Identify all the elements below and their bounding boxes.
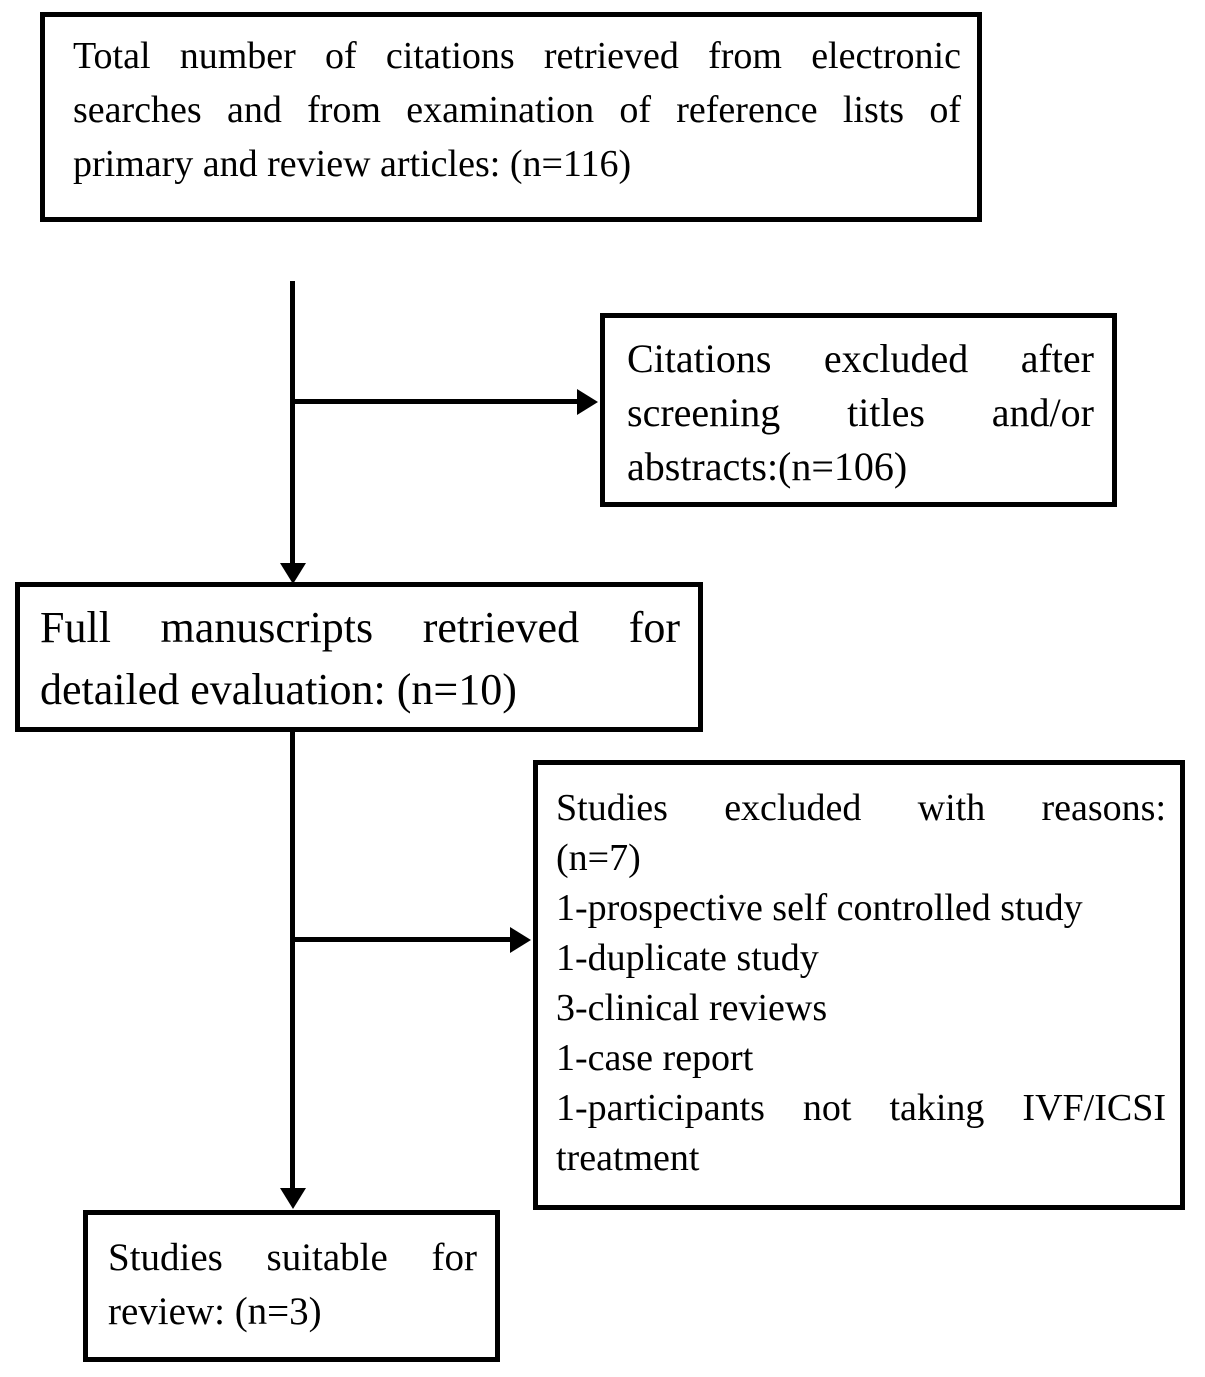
box-studies-excluded-line: 1-prospective self controlled study bbox=[556, 887, 1083, 929]
box-studies-excluded-line: 3-clinical reviews bbox=[556, 987, 828, 1029]
box-citations-excluded-line: screening titles and/or bbox=[627, 390, 1094, 435]
box-studies-excluded-line: 1-participants not taking IVF/ICSI bbox=[556, 1087, 1166, 1129]
arrowhead-down-to-suitable-icon bbox=[280, 1188, 306, 1209]
box-studies-suitable-line: review: (n=3) bbox=[108, 1290, 322, 1333]
box-total-citations: Total number of citations retrieved from… bbox=[40, 12, 982, 222]
arrowhead-right-citations-excluded-icon bbox=[577, 389, 598, 415]
box-total-citations-line: searches and from examination of referen… bbox=[73, 89, 961, 131]
arrowhead-down-to-full-icon bbox=[280, 563, 306, 584]
connector-total-to-full-line bbox=[290, 281, 295, 563]
box-studies-suitable: Studies suitable for review: (n=3) bbox=[83, 1210, 500, 1362]
box-studies-suitable-line: Studies suitable for bbox=[108, 1236, 477, 1279]
box-citations-excluded: Citations excluded after screening title… bbox=[600, 313, 1117, 507]
connector-branch-studies-excluded-line bbox=[290, 937, 510, 942]
box-full-manuscripts-line: detailed evaluation: (n=10) bbox=[40, 665, 517, 714]
box-total-citations-line: primary and review articles: (n=116) bbox=[73, 143, 632, 185]
box-full-manuscripts: Full manuscripts retrieved for detailed … bbox=[15, 582, 703, 732]
box-full-manuscripts-line: Full manuscripts retrieved for bbox=[40, 603, 680, 652]
connector-full-to-suitable-line bbox=[290, 729, 295, 1188]
box-total-citations-line: Total number of citations retrieved from… bbox=[73, 35, 961, 77]
box-studies-excluded-line: (n=7) bbox=[556, 837, 641, 879]
box-studies-excluded: Studies excluded with reasons: (n=7) 1-p… bbox=[533, 760, 1185, 1210]
box-citations-excluded-line: Citations excluded after bbox=[627, 336, 1094, 381]
box-studies-excluded-line: treatment bbox=[556, 1137, 700, 1179]
box-citations-excluded-line: abstracts:(n=106) bbox=[627, 444, 908, 489]
box-studies-excluded-line: Studies excluded with reasons: bbox=[556, 787, 1166, 829]
box-studies-excluded-line: 1-duplicate study bbox=[556, 937, 819, 979]
box-studies-excluded-line: 1-case report bbox=[556, 1037, 754, 1079]
connector-branch-citations-excluded-line bbox=[290, 399, 577, 404]
arrowhead-right-studies-excluded-icon bbox=[510, 927, 531, 953]
